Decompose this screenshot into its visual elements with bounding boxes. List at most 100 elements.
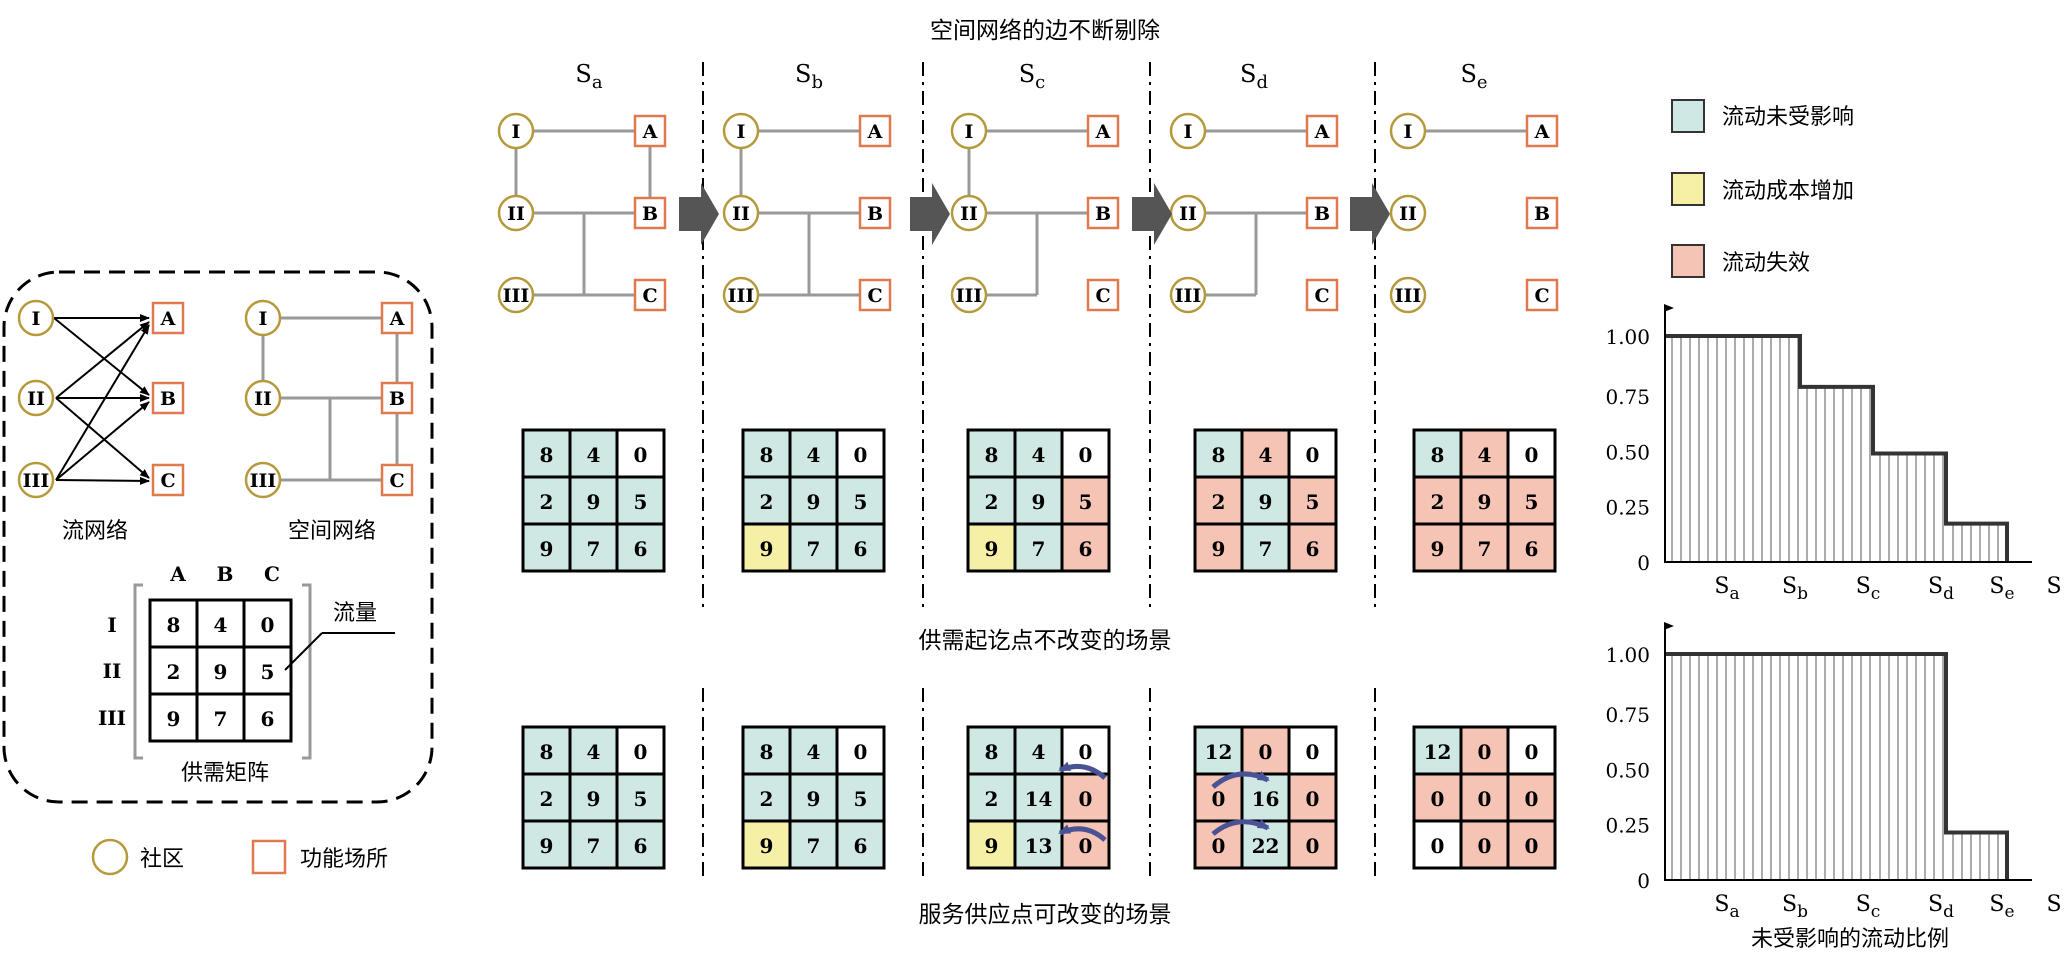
matrix-cell-value: 8 [1431,443,1445,467]
community-label-II: II [254,388,272,410]
community-node-II [244,379,282,417]
matrix-cell [1287,725,1338,776]
matrix-cell-value: 8 [167,613,181,637]
y-tick-label: 0.50 [1605,758,1650,782]
fail-legend-swatch [1671,244,1705,278]
matrix-cell [195,645,246,696]
matrix-cell-value: 0 [1212,787,1226,811]
community-label-III: III [250,470,277,492]
matrix-cell [966,522,1017,573]
community-node-III [244,461,282,499]
facility-label: A [642,121,658,143]
x-tick-label: Se [1989,892,2014,922]
stage-subscript: b [811,72,823,93]
matrix-cell-value: 7 [1259,537,1273,561]
facility-node-B [380,381,414,415]
cost-legend-label: 流动成本增加 [1722,179,1854,204]
matrix-cell-value: 0 [1079,787,1093,811]
matrix-cell [1459,428,1510,479]
matrix-cell-value: 4 [1259,443,1273,467]
matrix-cell-value: 0 [1079,834,1093,858]
matrix-cell-value: 6 [1525,537,1539,561]
matrix-cell [1506,725,1557,776]
matrix-cell-value: 9 [214,660,228,684]
matrix-cell [615,522,666,573]
matrix-cell-value: 9 [1259,490,1273,514]
facility-node [1525,196,1559,230]
matrix-cell-value: 9 [760,834,774,858]
matrix-cell [741,522,792,573]
community-node [950,276,988,314]
matrix-cell [1412,428,1463,479]
facility-node [1525,114,1559,148]
community-label: I [512,121,521,143]
matrix-cell-value: 0 [1079,740,1093,764]
x-tick-label: Sc [1856,574,1881,604]
matrix-cell-value: 4 [1032,740,1046,764]
spatial-network: I II III A B C 空间网络 [244,299,414,544]
matrix-cell-value: 2 [540,787,554,811]
reassign-arrow [1211,771,1270,789]
y-tick-label: 1.00 [1605,643,1650,667]
matrix-cell-value: 0 [1431,834,1445,858]
matrix-cell-value: 6 [634,537,648,561]
community-legend-label: 社区 [140,847,184,872]
facility-legend-label: 功能场所 [300,847,388,872]
step-outline [1665,652,2009,880]
matrix-cell-value: 6 [854,537,868,561]
top-title: 空间网络的边不断剔除 [930,18,1160,44]
matrix-cell-value: 6 [1079,537,1093,561]
matrix-cell-value: 0 [634,740,648,764]
matrix-cell-value: 0 [854,443,868,467]
matrix-cell [788,522,839,573]
community-node [497,276,535,314]
matrix-cell [1412,819,1463,870]
facility-label: B [1314,203,1330,225]
x-tick-subscript: e [2005,902,2015,922]
matrix-cell-value: 7 [1032,537,1046,561]
facility-node [633,278,667,312]
community-label: II [1399,203,1417,225]
matrix-cell-value: 9 [985,834,999,858]
matrix-cell [568,725,619,776]
y-tick-label: 0.75 [1605,385,1650,409]
matrix-cell [1287,522,1338,573]
facility-label-B: B [389,388,405,410]
community-label-II: II [27,388,45,410]
reassign-arrow [1211,819,1270,836]
x-tick-label: Sd [1928,574,1954,604]
matrix-cell [741,475,792,526]
community-node [1169,276,1207,314]
community-label-III: III [23,470,50,492]
matrix-cell-value: 9 [807,787,821,811]
matrix-cell-value: 16 [1252,787,1280,811]
matrix-cell [242,692,293,743]
facility-label: B [642,203,658,225]
spatial-network-label: 空间网络 [288,519,376,544]
facility-label: C [1095,285,1110,307]
matrix-cell-value: 9 [985,537,999,561]
matrix-cell-value: 0 [1525,834,1539,858]
y-tick-label: 0.25 [1605,496,1650,520]
community-node [497,194,535,232]
facility-legend-symbol [251,839,287,875]
matrix-cell-value: 8 [540,740,554,764]
x-tick-subscript: e [2005,584,2015,604]
matrix-cell [741,819,792,870]
matrix-cell-value: 9 [540,537,554,561]
matrix-cell-value: 0 [1212,834,1226,858]
matrix-cell [1506,772,1557,823]
community-node [722,276,760,314]
matrix-cell [1459,522,1510,573]
transition-arrow [910,183,950,245]
left-panel-border [2,270,434,804]
community-label: III [1175,285,1202,307]
matrix-cell [835,819,886,870]
y-tick-label: 1.00 [1605,325,1650,349]
